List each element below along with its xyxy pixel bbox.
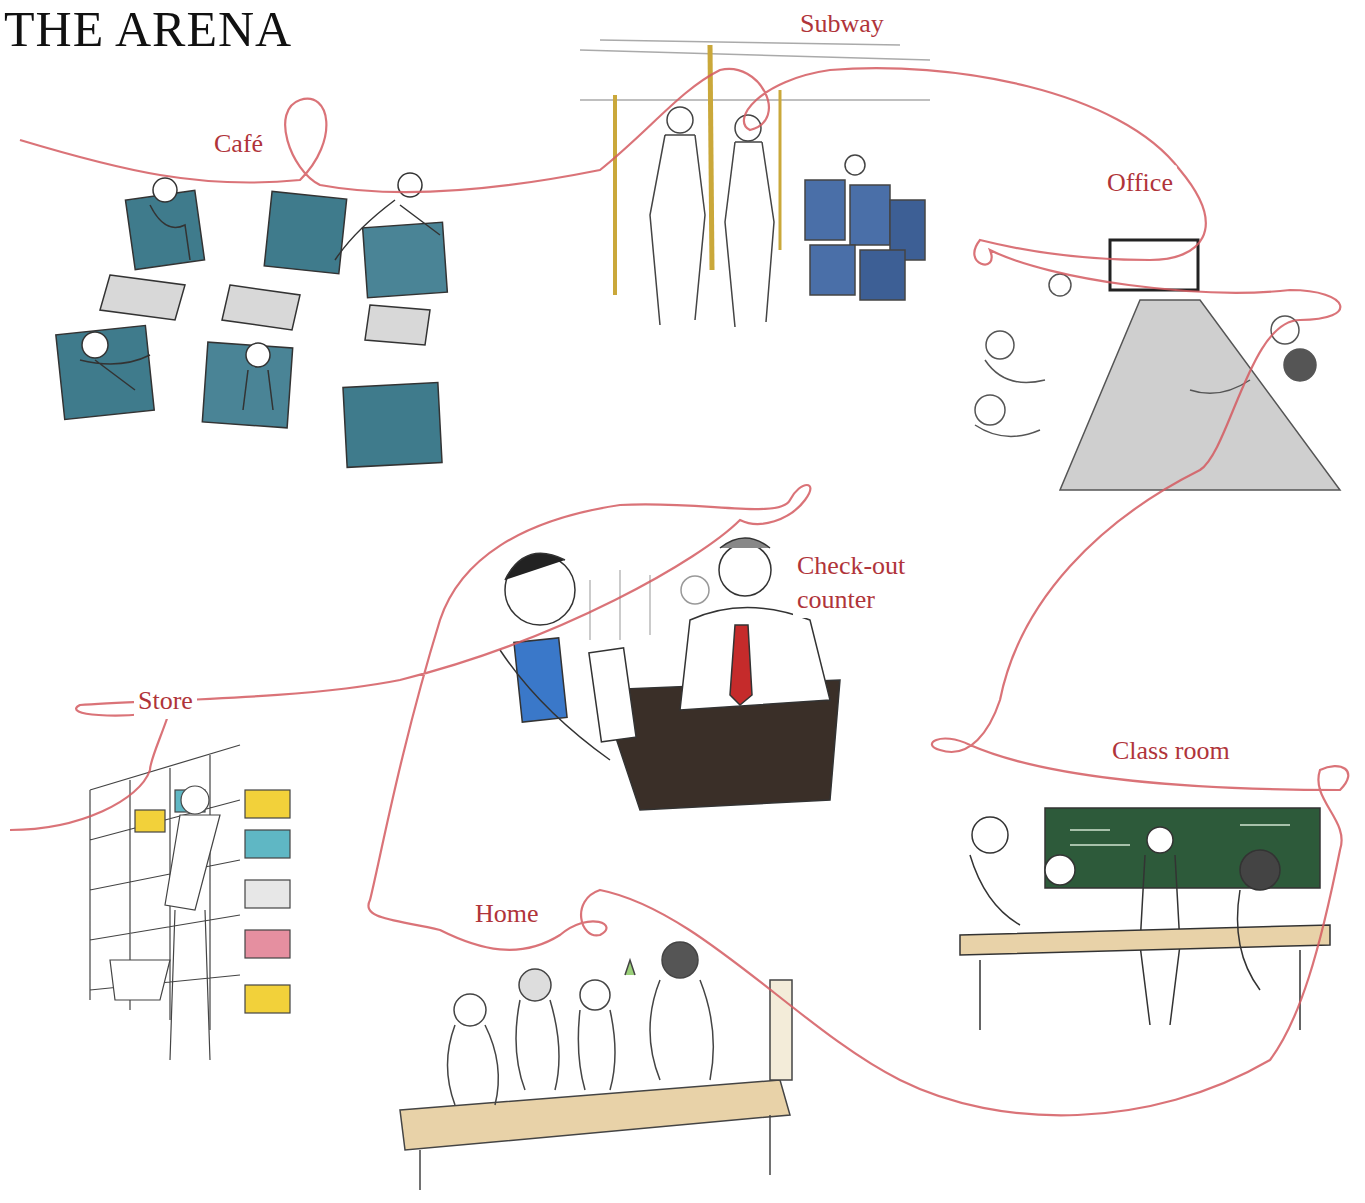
classroom-scene-part: [960, 925, 1330, 955]
office-scene-part: [1284, 349, 1316, 381]
subway-scene-part: [850, 185, 890, 245]
cafe-scene-part: [365, 305, 430, 345]
cafe-scene-part: [222, 285, 300, 330]
checkout-scene-part: [720, 538, 770, 548]
home-scene-part: [650, 980, 713, 1080]
classroom-scene-part: [1147, 827, 1173, 853]
store-scene: [90, 745, 290, 1060]
cafe-scene-part: [343, 383, 442, 468]
store-scene-part: [245, 985, 290, 1013]
cafe-scene-part: [202, 342, 292, 428]
office-scene: [975, 240, 1340, 490]
cafe-scene-part: [246, 343, 270, 367]
subway-scene-part: [580, 40, 930, 100]
checkout-scene-part: [589, 648, 636, 742]
subway-scene-part: [805, 180, 845, 240]
home-scene-part: [400, 1080, 790, 1150]
subway-scene: [580, 40, 930, 327]
classroom-scene-part: [972, 817, 1008, 853]
place-label: Check-out counter: [793, 548, 951, 618]
checkout-scene-part: [730, 625, 752, 705]
classroom-scene-part: [1045, 855, 1075, 885]
home-scene: [400, 942, 792, 1190]
subway-scene-part: [667, 107, 693, 133]
cafe-scene-part: [243, 370, 273, 410]
store-scene-part: [245, 930, 290, 958]
home-scene-part: [519, 969, 551, 1001]
home-scene-part: [662, 942, 698, 978]
classroom-scene-part: [970, 855, 1020, 925]
home-scene-part: [420, 1115, 770, 1190]
place-label: Office: [1103, 165, 1177, 201]
subway-scene-part: [710, 45, 712, 270]
store-scene-part: [181, 786, 209, 814]
checkout-scene-part: [500, 650, 610, 760]
checkout-scene-part: [719, 544, 771, 596]
cafe-scene-part: [150, 205, 190, 260]
subway-scene-part: [845, 155, 865, 175]
office-scene-part: [1049, 274, 1071, 296]
checkout-scene: [500, 538, 840, 810]
place-label: Home: [471, 896, 543, 932]
subway-scene-part: [860, 250, 905, 300]
store-scene-part: [110, 960, 170, 1000]
store-scene-part: [245, 790, 290, 818]
checkout-scene-part: [590, 570, 650, 640]
place-label: Café: [210, 126, 267, 162]
home-scene-part: [454, 994, 486, 1026]
home-scene-part: [580, 980, 610, 1010]
cafe-scene: [56, 173, 447, 467]
subway-scene-part: [725, 142, 774, 327]
home-scene-part: [578, 1010, 615, 1090]
classroom-scene: [960, 808, 1330, 1030]
home-scene-part: [448, 1025, 499, 1105]
subway-scene-part: [810, 245, 855, 295]
store-scene-part: [165, 815, 220, 910]
checkout-scene-part: [505, 553, 565, 580]
place-label: Subway: [796, 6, 888, 42]
classroom-scene-part: [1070, 825, 1290, 845]
cafe-scene-part: [56, 326, 154, 420]
checkout-scene-part: [680, 608, 830, 711]
store-scene-part: [245, 880, 290, 908]
classroom-scene-part: [1238, 890, 1261, 990]
red-thread: [10, 68, 1348, 1115]
classroom-scene-part: [980, 950, 1300, 1030]
store-scene-part: [245, 830, 290, 858]
cafe-scene-part: [264, 191, 346, 273]
checkout-scene-part: [681, 576, 709, 604]
cafe-scene-part: [335, 200, 440, 260]
store-scene-part: [170, 910, 210, 1060]
office-scene-part: [1110, 240, 1198, 290]
office-scene-part: [985, 360, 1045, 383]
diagram-title: THE ARENA: [4, 4, 292, 54]
place-label: Class room: [1108, 733, 1234, 769]
cafe-scene-part: [153, 178, 177, 202]
subway-scene-part: [613, 95, 617, 295]
cafe-scene-part: [82, 332, 108, 358]
subway-scene-part: [779, 90, 782, 250]
office-scene-part: [1060, 300, 1340, 490]
home-scene-part: [770, 980, 792, 1080]
cafe-scene-part: [100, 275, 185, 320]
cafe-scene-part: [363, 222, 448, 297]
office-scene-part: [975, 425, 1040, 436]
home-scene-part: [625, 960, 635, 975]
cafe-scene-part: [398, 173, 422, 197]
home-scene-part: [516, 1000, 559, 1090]
office-scene-part: [975, 395, 1005, 425]
store-scene-part: [135, 810, 165, 832]
cafe-scene-part: [80, 355, 150, 390]
subway-scene-part: [650, 135, 705, 325]
office-scene-part: [986, 331, 1014, 359]
store-scene-part: [90, 745, 240, 1030]
place-label: Store: [134, 683, 197, 719]
classroom-scene-part: [1240, 850, 1280, 890]
